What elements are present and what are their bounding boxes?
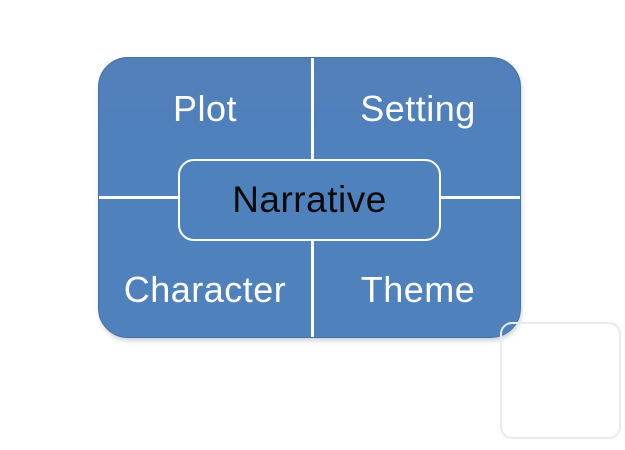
quadrant-theme: Theme [314,241,520,337]
center-node-narrative: Narrative [178,159,441,241]
quadrant-plot: Plot [99,58,311,159]
center-node-label: Narrative [232,179,387,220]
quadrant-setting: Setting [314,58,520,159]
quadrant-character: Character [99,241,311,337]
quadrant-character-label: Character [123,269,287,310]
quadrant-theme-label: Theme [360,269,476,310]
watermark-ghost-rect [500,322,621,439]
quadrant-plot-label: Plot [172,87,238,129]
quadrant-setting-label: Setting [360,87,476,129]
narrative-matrix-shape: Plot Setting Character Theme Narrative [98,57,521,338]
